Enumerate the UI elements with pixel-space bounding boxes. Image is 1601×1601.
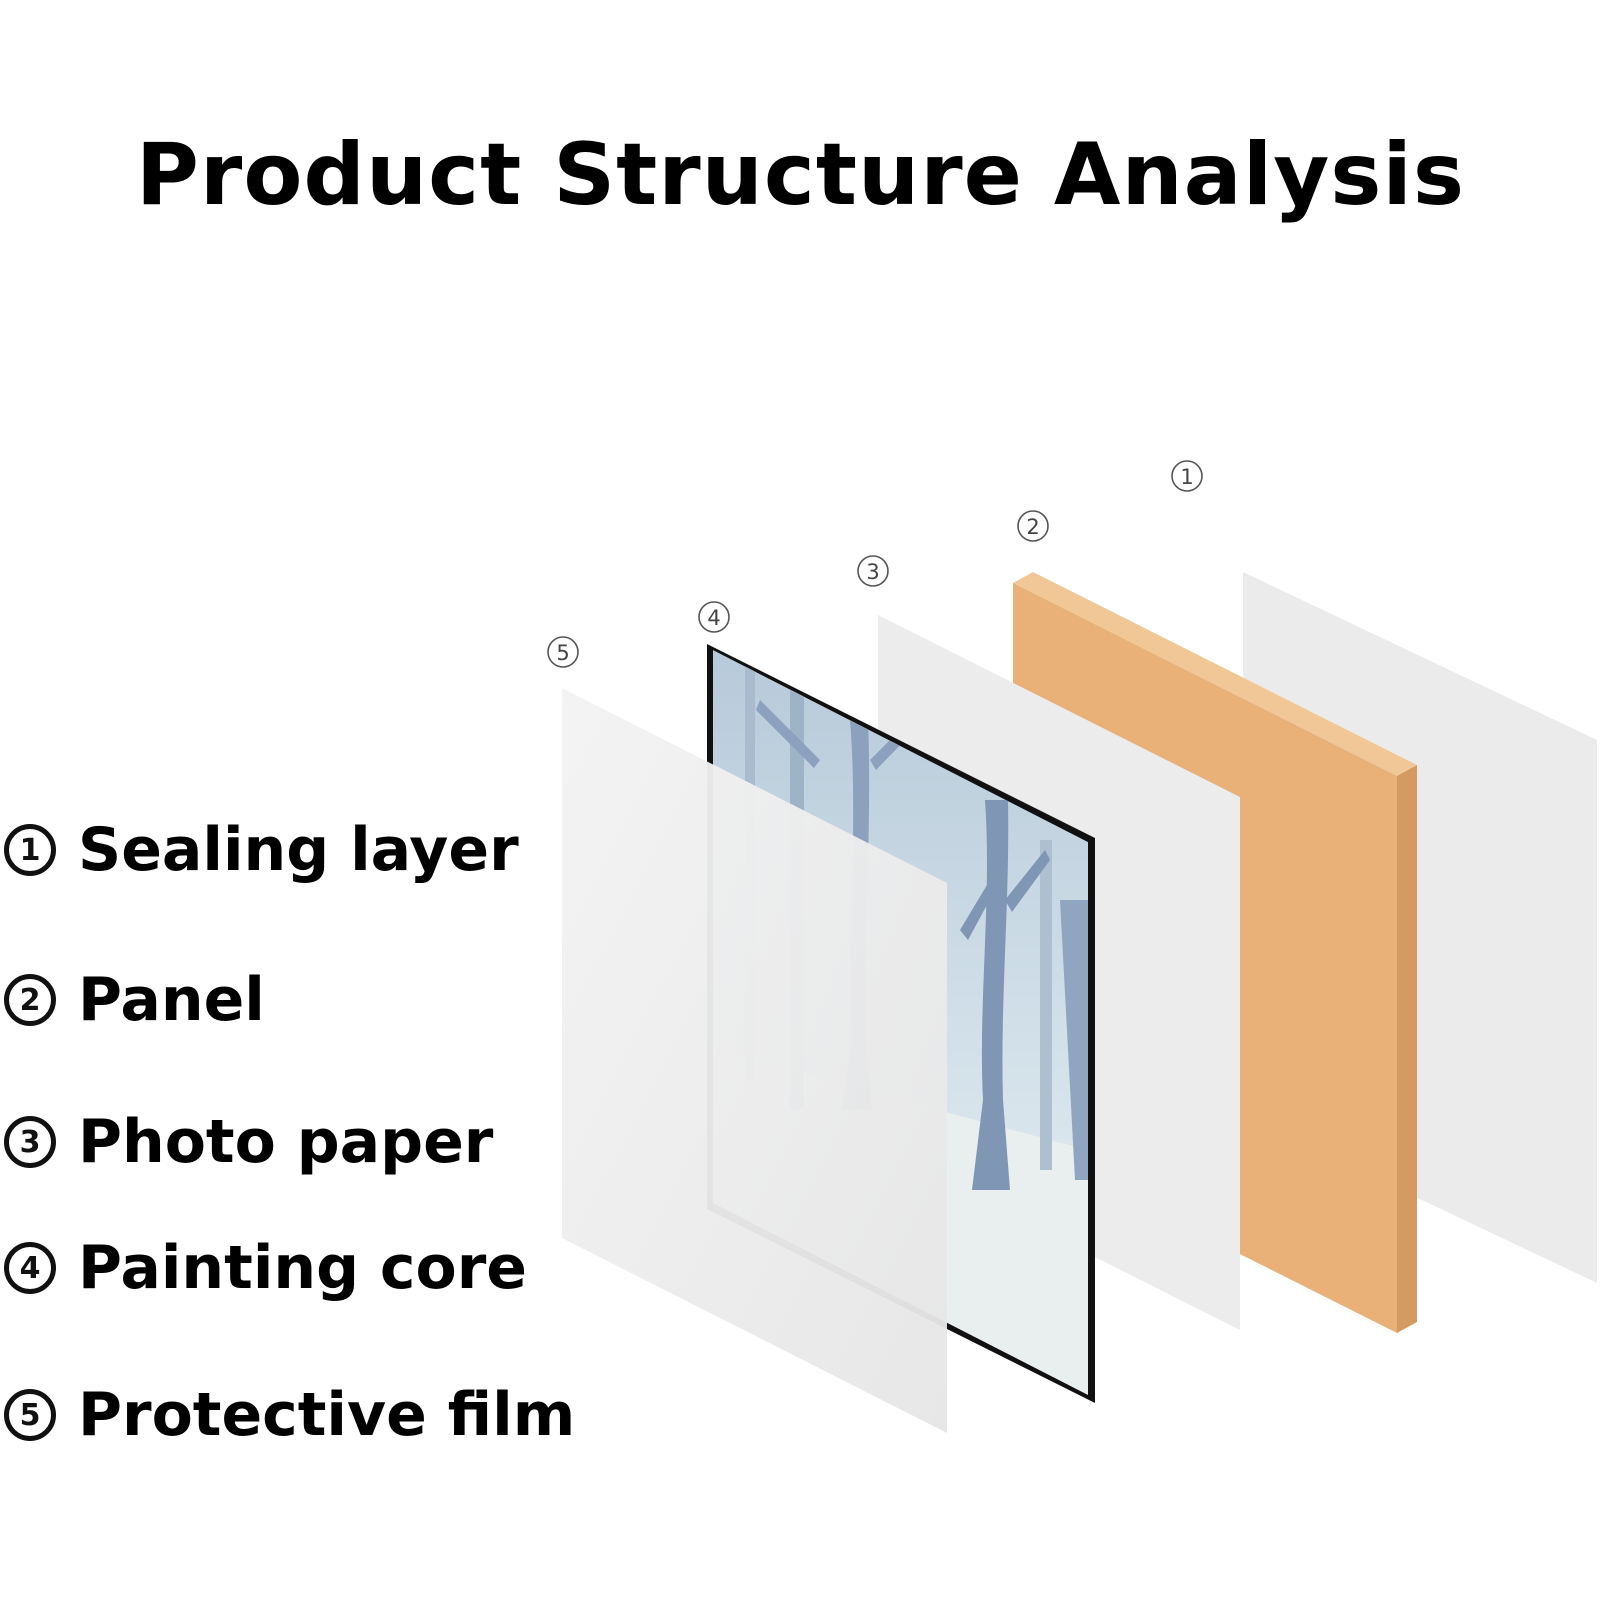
legend-label: Painting core xyxy=(78,1233,528,1303)
legend-number-badge: 2 xyxy=(4,974,56,1026)
legend-number-badge: 5 xyxy=(4,1389,56,1441)
svg-text:4: 4 xyxy=(707,606,720,630)
layer-marker-4: 4 xyxy=(698,601,730,633)
legend-number-badge: 1 xyxy=(4,824,56,876)
svg-text:5: 5 xyxy=(556,641,569,665)
legend-label: Protective film xyxy=(78,1380,576,1450)
svg-text:1: 1 xyxy=(1180,465,1193,489)
layer-marker-2: 2 xyxy=(1017,510,1049,542)
legend-number-badge: 4 xyxy=(4,1242,56,1294)
legend-label: Panel xyxy=(78,965,265,1035)
panel-side-edge xyxy=(1397,765,1417,1333)
legend-item-sealing-layer: 1 Sealing layer xyxy=(4,815,519,885)
legend-item-protective-film: 5 Protective film xyxy=(4,1380,575,1450)
svg-text:2: 2 xyxy=(1026,515,1039,539)
legend-label: Sealing layer xyxy=(78,815,519,885)
legend-item-painting-core: 4 Painting core xyxy=(4,1233,527,1303)
protective-film-sheet xyxy=(562,688,947,1433)
page-title: Product Structure Analysis xyxy=(135,125,1466,225)
legend-item-panel: 2 Panel xyxy=(4,965,265,1035)
layer-marker-1: 1 xyxy=(1171,460,1203,492)
legend-number-badge: 3 xyxy=(4,1116,56,1168)
layer-marker-3: 3 xyxy=(857,555,889,587)
legend-label: Photo paper xyxy=(78,1107,494,1177)
layer-marker-5: 5 xyxy=(547,636,579,668)
svg-text:3: 3 xyxy=(866,560,879,584)
panel-top-edge xyxy=(1013,572,1417,776)
legend-item-photo-paper: 3 Photo paper xyxy=(4,1107,493,1177)
